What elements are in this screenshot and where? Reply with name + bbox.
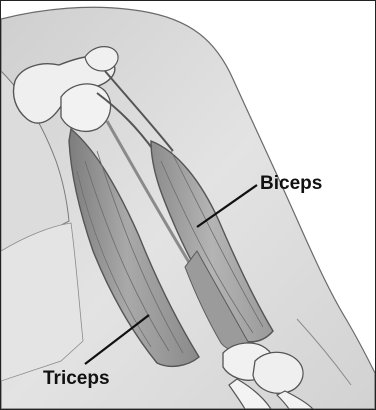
triceps-label: Triceps <box>43 368 110 390</box>
humeral-head <box>61 84 111 131</box>
biceps-label: Biceps <box>260 173 322 195</box>
elbow-bone-2 <box>253 352 303 393</box>
